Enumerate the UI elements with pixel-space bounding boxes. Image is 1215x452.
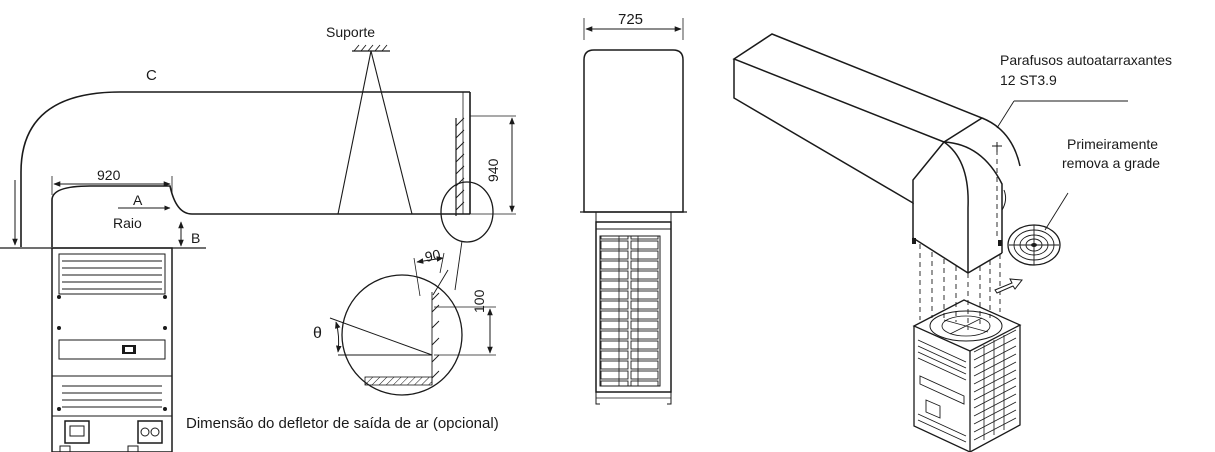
outdoor-unit-iso <box>912 299 1022 452</box>
grille-label-line1: Primeiramente <box>1067 136 1158 152</box>
side-view-drawing: Suporte C 920 A Raio B 940 <box>0 24 516 452</box>
theta-label: θ <box>313 325 322 342</box>
screws-label-line2: 12 ST3.9 <box>1000 72 1057 88</box>
angle-detail <box>329 252 496 396</box>
duct-side-face <box>733 59 945 205</box>
isometric-drawing <box>732 33 1128 452</box>
fan-grille <box>1007 192 1069 266</box>
dimension-725: 725 <box>618 11 643 28</box>
dimension-940: 940 <box>485 158 501 182</box>
dimension-90: 90 <box>423 246 442 265</box>
support-bracket <box>337 44 413 215</box>
dimension-920: 920 <box>97 167 121 183</box>
dimension-b-label: B <box>191 230 200 246</box>
screws-label-line1: Parafusos autoatarraxantes <box>1000 52 1172 68</box>
grille-label-line2: remova a grade <box>1062 155 1160 171</box>
caption: Dimensão do defletor de saída de ar (opc… <box>186 415 499 432</box>
detail-marker <box>440 181 494 243</box>
dimension-100: 100 <box>471 289 487 313</box>
front-view-drawing <box>580 18 687 405</box>
duct-outer-edge <box>20 91 470 247</box>
duct-top-face <box>732 33 984 143</box>
support-label: Suporte <box>326 24 375 40</box>
dimension-a-label: A <box>133 192 143 208</box>
wall-hatch <box>455 117 465 216</box>
radius-label: Raio <box>113 215 142 231</box>
dimension-c-label: C <box>146 67 157 84</box>
outdoor-unit-front <box>0 247 206 452</box>
